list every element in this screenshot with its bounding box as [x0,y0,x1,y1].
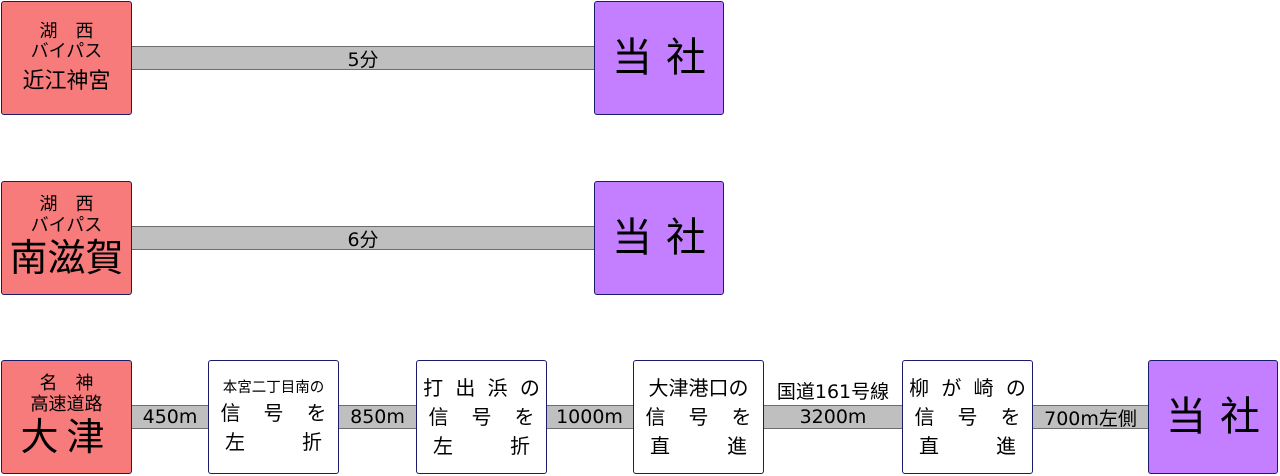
step2-char: 折 [510,433,530,458]
step4-char: 崎 [973,375,994,400]
seg4-road-name-wrap: 国道161号線 [763,377,903,403]
seg2-distance: 850m [350,406,405,428]
seg4-distance: 3200m [799,406,867,428]
step1-intersection: 本宮二丁目南の [222,379,325,396]
step4-char: 進 [996,433,1016,458]
route2-time: 6分 [347,228,379,251]
step2-char: 打 [423,375,444,400]
step1-action-line: 左 折 [209,431,338,454]
route3-exit-name: 大津 [20,414,113,459]
step2-action-line: 左 折 [417,433,546,458]
route3-exit-road-type: 高速道路 [30,394,103,416]
step4-char: 信 [914,404,935,429]
step2-char: 出 [455,375,476,400]
step2-char: 信 [428,404,449,429]
step4-char: が [941,375,962,400]
route1-exit-road: 湖 西 [39,20,94,42]
road-seg4: 3200m [763,405,903,429]
step2-char: 浜 [487,375,508,400]
step1-signal-line: 信 号 を [209,402,338,425]
route2-dest-label: 当社 [612,215,720,261]
step1-char: 信 [220,401,241,426]
step3-box: 大津港口の 信 号 を 直 進 [633,360,764,474]
step4-signal-line: 信 号 を [903,404,1032,429]
step2-box: 打 出 浜 の 信 号 を 左 折 [416,360,547,474]
route1-exit-road-type: バイパス [30,41,103,63]
route2-exit-road-type: バイパス [30,215,103,237]
step2-char: 左 [433,433,453,458]
step4-intersection-line: 柳 が 崎 の [903,375,1032,400]
step3-char: 直 [650,433,670,458]
step1-box: 本宮二丁目南の 信 号 を 左 折 [208,360,339,474]
step2-char: を [514,404,535,429]
route3-exit-box: 名 神 高速道路 大津 [1,360,132,474]
step4-box: 柳 が 崎 の 信 号 を 直 進 [902,360,1033,474]
route1-dest-label: 当社 [612,35,720,81]
route3-dest-box: 当社 [1148,360,1278,474]
step2-intersection-line: 打 出 浜 の [417,375,546,400]
road-seg2: 850m [339,405,416,429]
step1-char: 折 [302,430,322,455]
road-route2: 6分 [131,226,595,251]
route2-exit-road: 湖 西 [39,194,94,216]
step2-char: 号 [471,404,492,429]
step4-char: を [1000,404,1021,429]
step2-signal-line: 信 号 を [417,404,546,429]
step2-char: の [519,375,540,400]
step3-signal-line: 信 号 を [634,404,763,429]
step3-char: 号 [688,404,709,429]
seg1-distance: 450m [142,406,198,428]
route3-dest-label: 当社 [1166,394,1274,440]
step1-char: 左 [225,430,245,455]
road-seg5: 700m左側 [1032,405,1149,430]
route2-exit-box: 湖 西 バイパス 南滋賀 [1,181,132,295]
step3-action-line: 直 進 [634,433,763,458]
route2-exit-name: 南滋賀 [9,235,124,280]
step4-char: 号 [957,404,978,429]
step4-char: 柳 [909,375,930,400]
seg4-road-name: 国道161号線 [776,380,890,403]
step3-char: を [731,404,752,429]
route1-exit-name: 近江神宮 [22,69,111,95]
step4-char: 直 [919,433,939,458]
step4-char: の [1005,375,1026,400]
route1-time: 5分 [347,48,379,71]
step3-intersection: 大津港口の [648,375,749,400]
route2-dest-box: 当社 [594,181,724,295]
route1-exit-box: 湖 西 バイパス 近江神宮 [1,1,132,115]
step1-char: を [306,401,327,426]
seg3-distance: 1000m [556,406,623,428]
step1-char: 号 [263,401,284,426]
route1-dest-box: 当社 [594,1,724,115]
step4-action-line: 直 進 [903,433,1032,458]
step3-char: 信 [645,404,666,429]
step3-char: 進 [727,433,747,458]
seg5-distance: 700m左側 [1044,407,1137,430]
route3-exit-road: 名 神 [39,373,94,395]
road-seg1: 450m [131,405,209,429]
road-seg3: 1000m [546,405,633,429]
road-route1: 5分 [131,46,595,71]
